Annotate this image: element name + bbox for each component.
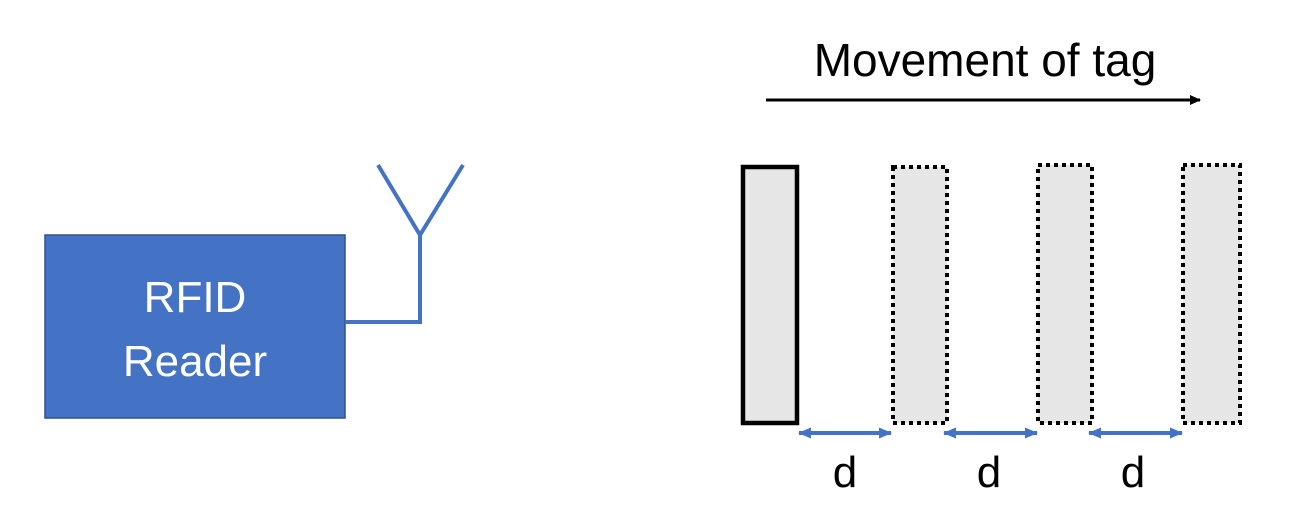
rfid-reader-label-line1: RFID <box>144 273 247 322</box>
spacing-indicators: d d d <box>798 427 1183 497</box>
spacing-label-1: d <box>833 448 857 497</box>
spacing-label-2: d <box>977 448 1001 497</box>
movement-indicator: Movement of tag <box>766 34 1201 105</box>
spacing-label-3: d <box>1121 448 1145 497</box>
rfid-reader-label-line2: Reader <box>123 337 267 386</box>
rfid-reader: RFID Reader <box>44 234 346 419</box>
tag-positions <box>740 163 1242 426</box>
antenna-icon <box>345 163 465 324</box>
tag-future-2 <box>1036 163 1094 425</box>
movement-label: Movement of tag <box>814 34 1157 86</box>
tag-future-3 <box>1181 163 1242 425</box>
tag-current <box>740 164 800 426</box>
rfid-reader-box <box>44 234 346 419</box>
tag-future-1 <box>891 165 949 425</box>
